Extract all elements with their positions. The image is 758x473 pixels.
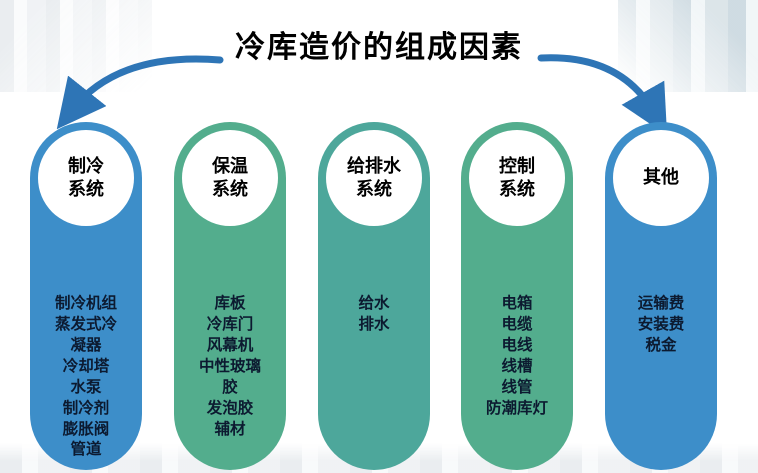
category-circle: 控制 系统 — [469, 130, 565, 226]
list-item: 库板 — [214, 295, 246, 312]
category-title: 给排水 系统 — [347, 155, 401, 199]
list-item: 水泵 — [70, 378, 102, 396]
background-city-top-right — [618, 0, 758, 92]
list-item: 冷库门 — [206, 315, 254, 333]
list-item: 运输费 — [637, 295, 685, 312]
list-item: 安装费 — [637, 315, 685, 333]
category-title: 其他 — [643, 167, 679, 188]
list-item: 电箱 — [501, 295, 533, 312]
category-column-other: 其他 运输费安装费税金 — [605, 122, 717, 470]
list-item: 辅材 — [214, 420, 246, 438]
list-item: 电缆 — [501, 315, 533, 333]
category-items: 库板冷库门风幕机中性玻璃胶发泡胶辅材 — [194, 294, 266, 440]
category-items: 运输费安装费税金 — [625, 294, 697, 357]
category-items: 给水排水 — [338, 294, 410, 336]
list-item: 管道 — [70, 441, 102, 459]
category-circle: 制冷 系统 — [38, 130, 134, 226]
list-item: 冷却塔 — [62, 357, 110, 375]
list-item: 给水 — [358, 295, 390, 312]
left-curved-arrow-icon — [56, 55, 224, 130]
category-title: 控制 系统 — [499, 155, 535, 199]
list-item: 线槽 — [501, 357, 533, 375]
right-curved-arrow-icon — [537, 54, 668, 136]
category-column-control: 控制 系统 电箱电缆电线线槽线管防潮库灯 — [461, 122, 573, 470]
list-item: 发泡胶 — [206, 399, 254, 417]
page-title: 冷库造价的组成因素 — [235, 31, 523, 64]
list-item: 线管 — [501, 378, 533, 396]
category-circle: 其他 — [613, 130, 709, 226]
list-item: 排水 — [358, 315, 390, 333]
category-items: 电箱电缆电线线槽线管防潮库灯 — [481, 294, 553, 420]
list-item: 蒸发式冷凝器 — [54, 315, 117, 354]
category-circle: 保温 系统 — [182, 130, 278, 226]
category-circle: 给排水 系统 — [326, 130, 422, 226]
list-item: 风幕机 — [206, 336, 254, 354]
category-title: 保温 系统 — [212, 155, 248, 199]
list-item: 税金 — [645, 336, 677, 354]
list-item: 制冷机组 — [54, 295, 117, 312]
category-column-insulation: 保温 系统 库板冷库门风幕机中性玻璃胶发泡胶辅材 — [174, 122, 286, 470]
list-item: 制冷剂 — [62, 399, 110, 417]
category-items: 制冷机组蒸发式冷凝器冷却塔水泵制冷剂膨胀阀管道 — [50, 294, 122, 461]
category-column-refrigeration: 制冷 系统 制冷机组蒸发式冷凝器冷却塔水泵制冷剂膨胀阀管道 — [30, 122, 142, 470]
category-column-water: 给排水 系统 给水排水 — [318, 122, 430, 470]
category-title: 制冷 系统 — [68, 155, 104, 199]
list-item: 防潮库灯 — [485, 399, 548, 417]
list-item: 膨胀阀 — [62, 420, 110, 438]
list-item: 中性玻璃胶 — [198, 357, 261, 396]
list-item: 电线 — [501, 336, 533, 354]
